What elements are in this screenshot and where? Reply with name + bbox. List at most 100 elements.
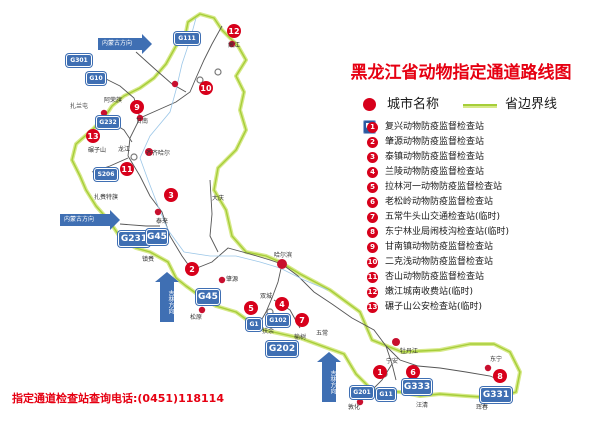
checkpoint-marker-6: 6 — [406, 365, 420, 379]
road-line — [127, 155, 193, 271]
svg-text:11: 11 — [121, 165, 133, 174]
legend-city-border: 城市名称 省边界线 — [363, 96, 593, 114]
station-row-13: 13 碾子山公安检查站(临时) — [363, 301, 593, 314]
legend-border-label: 省边界线 — [505, 97, 558, 112]
province-border-inner — [71, 13, 521, 399]
svg-text:12: 12 — [228, 27, 239, 36]
station-number-badge: 10 — [367, 257, 378, 268]
checkpoint-marker-12: 12 — [227, 24, 241, 38]
town-label-hunchun: 珲春 — [476, 404, 489, 411]
road-line — [191, 247, 283, 271]
road-line — [257, 263, 283, 327]
border-line-icon — [463, 104, 497, 108]
checkpoint-markers: 12 10 9 13 11 3 2 4 5 7 1 6 8 — [86, 24, 507, 383]
station-name: 拉林河一动物防疫监督检查站 — [385, 182, 503, 192]
city-dot-nenjiang — [228, 40, 236, 48]
station-row-1: 1 复兴动物防疫监督检查站 — [363, 121, 593, 134]
road-line — [119, 223, 160, 227]
town-label-zhaoyuan: 肇源 — [226, 276, 239, 283]
map-title: 黑龙江省动物指定通道路线图 — [350, 63, 572, 83]
station-number-badge: 1 — [367, 122, 378, 133]
town-label-dongning: 东宁 — [490, 356, 503, 363]
svg-text:3: 3 — [168, 191, 174, 200]
town-label-tailai: 泰来 — [156, 218, 169, 225]
city-dot-zhalantun — [100, 109, 108, 117]
city-dot-mudanjiang — [392, 338, 400, 346]
station-number-badge: 11 — [367, 272, 378, 283]
river-line — [183, 251, 329, 291]
town-label-zhalantun: 扎兰屯 — [70, 103, 89, 110]
svg-text:1: 1 — [377, 368, 383, 377]
road-shield-g202: G202 — [266, 341, 298, 357]
junction-marker — [130, 153, 138, 161]
svg-text:13: 13 — [87, 132, 98, 141]
station-name: 杏山动物防疫监督检查站 — [385, 272, 485, 282]
direction-arrow-inner-mongolia-north: 内蒙古方向 — [98, 34, 152, 54]
direction-arrow-jilin-east: 吉林方向 — [317, 352, 341, 402]
station-number-badge: 8 — [367, 227, 378, 238]
town-label-wuchang: 五常 — [316, 330, 329, 337]
town-label-mudanjiang: 牡丹江 — [400, 348, 419, 355]
station-row-7: 7 五常牛头山交通检查站(临时) — [363, 211, 593, 224]
road-line — [209, 179, 219, 253]
town-label-songyuan: 松原 — [190, 314, 203, 321]
checkpoint-marker-9: 9 — [130, 100, 144, 114]
svg-text:6: 6 — [410, 368, 416, 377]
road-line — [127, 25, 223, 157]
legend-city-label: 城市名称 — [387, 97, 440, 112]
checkpoint-marker-11: 11 — [120, 162, 134, 176]
town-label-qiqihar: 齐齐哈尔 — [146, 150, 171, 157]
road-shield-s206: S206 — [94, 168, 118, 181]
station-name: 老松岭动物防疫监督检查站 — [385, 197, 494, 207]
station-number-badge: 4 — [367, 167, 378, 178]
city-dot-icon — [363, 98, 376, 111]
svg-text:9: 9 — [134, 103, 140, 112]
city-dot-dongning — [484, 364, 492, 372]
station-row-8: 8 东宁林业局闹枝沟检查站(临时) — [363, 226, 593, 239]
river-line — [139, 17, 197, 253]
road-line — [281, 263, 397, 381]
station-row-11: 11 杏山动物防疫监督检查站 — [363, 271, 593, 284]
station-number-badge: 7 — [367, 212, 378, 223]
road-shield-g301: G301 — [66, 54, 92, 67]
town-label-harbin: 哈尔滨 — [274, 252, 293, 259]
station-name: 泰镇动物防疫监督检查站 — [385, 152, 485, 162]
road-shield-g331: G331 — [480, 387, 512, 403]
road-shield-g11: G11 — [376, 388, 396, 401]
road-shield-g10: G10 — [86, 72, 106, 85]
checkpoint-marker-8: 8 — [493, 369, 507, 383]
station-name: 嫩江城南收费站(临时) — [385, 287, 474, 297]
station-number-badge: 13 — [367, 302, 378, 313]
road-shield-g201: G201 — [350, 386, 374, 399]
station-row-9: 9 甘南镇动物防疫监督检查站 — [363, 241, 593, 254]
town-label-gannan: 甘南 — [136, 118, 149, 125]
town-label-yushu: 榆树 — [294, 334, 307, 341]
province-border — [70, 12, 522, 400]
city-dot-songyuan — [198, 306, 206, 314]
station-name: 甘南镇动物防疫监督检查站 — [385, 242, 494, 252]
station-number-badge: 6 — [367, 197, 378, 208]
road-line — [369, 363, 393, 393]
town-label-zhenlai: 镇赉 — [142, 256, 155, 263]
checkpoint-marker-2: 2 — [185, 262, 199, 276]
station-row-10: 10 二克浅动物防疫监督检查站 — [363, 256, 593, 269]
town-label-daqing: 大庆 — [212, 195, 225, 202]
junction-marker — [214, 68, 222, 76]
svg-text:2: 2 — [189, 265, 195, 274]
station-row-2: 2 肇源动物防疫监督检查站 — [363, 136, 593, 149]
town-label-wangqing: 汪清 — [416, 402, 429, 409]
station-row-4: 4 兰陵动物防疫监督检查站 — [363, 166, 593, 179]
checkpoint-marker-7: 7 — [295, 313, 309, 327]
checkpoint-marker-5: 5 — [244, 301, 258, 315]
station-row-6: 6 老松岭动物防疫监督检查站 — [363, 196, 593, 209]
city-dot-zhaoyuan — [218, 276, 226, 284]
town-label-nianzishan: 碾子山 — [88, 147, 107, 154]
road-line — [385, 345, 501, 381]
city-dot-qiqihar — [145, 148, 153, 156]
town-label-nenjiang: 嫩江 — [228, 42, 241, 49]
station-row-5: 5 拉林河一动物防疫监督检查站 — [363, 181, 593, 194]
road-shield-g333: G333 — [402, 379, 432, 395]
station-number-badge: 12 — [367, 287, 378, 298]
